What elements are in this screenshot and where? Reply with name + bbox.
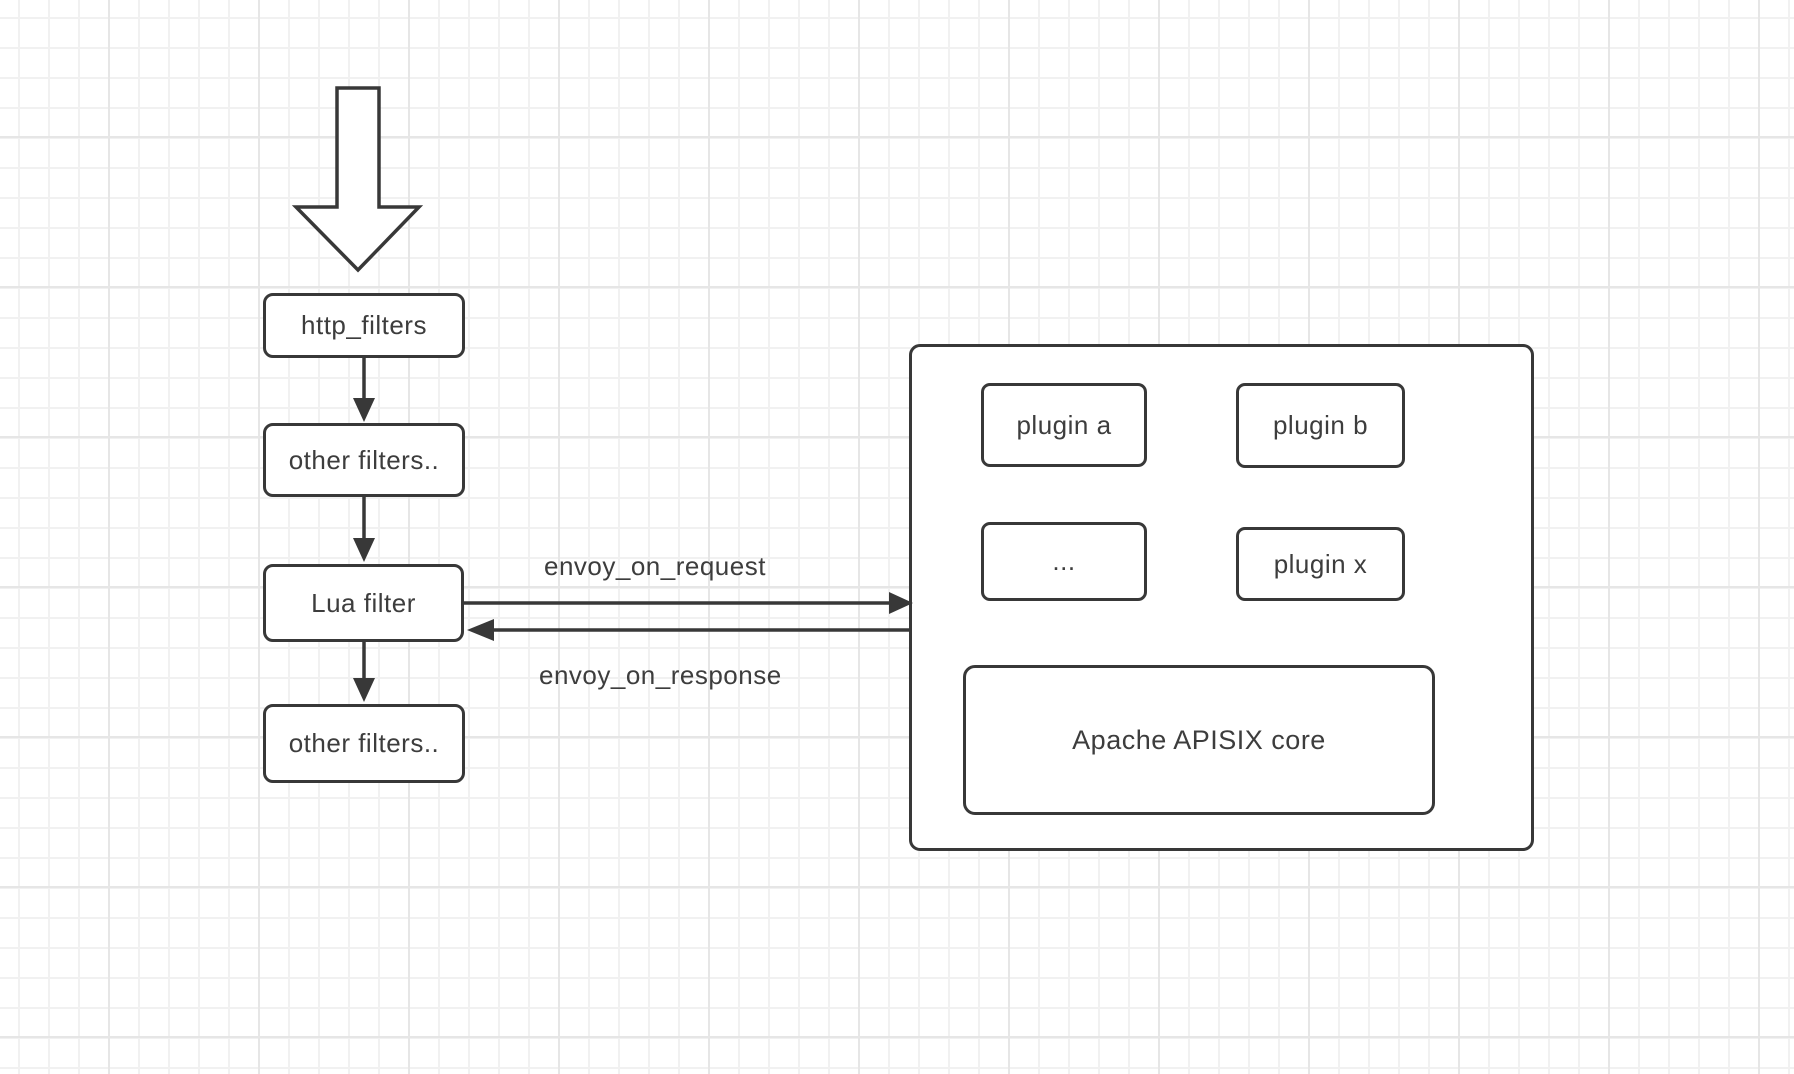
node-lua-filter: Lua filter: [263, 564, 464, 642]
node-plugin-x: plugin x: [1236, 527, 1405, 601]
connector-arrow-2: [353, 497, 375, 562]
request-arrow: [464, 592, 913, 614]
node-apisix-core: Apache APISIX core: [963, 665, 1435, 815]
connector-arrow-1: [353, 358, 375, 422]
node-plugin-ellipsis: ...: [981, 522, 1147, 601]
response-arrow-label: envoy_on_response: [539, 660, 782, 690]
node-plugin-a: plugin a: [981, 383, 1147, 467]
request-arrow-label: envoy_on_request: [544, 551, 766, 581]
connector-arrow-3: [353, 642, 375, 702]
entry-down-arrow-icon: [291, 86, 424, 273]
node-http-filters: http_filters: [263, 293, 465, 358]
node-plugin-b: plugin b: [1236, 383, 1405, 468]
node-other-filters-1: other filters..: [263, 423, 465, 497]
response-arrow: [467, 619, 909, 641]
node-other-filters-2: other filters..: [263, 704, 465, 783]
